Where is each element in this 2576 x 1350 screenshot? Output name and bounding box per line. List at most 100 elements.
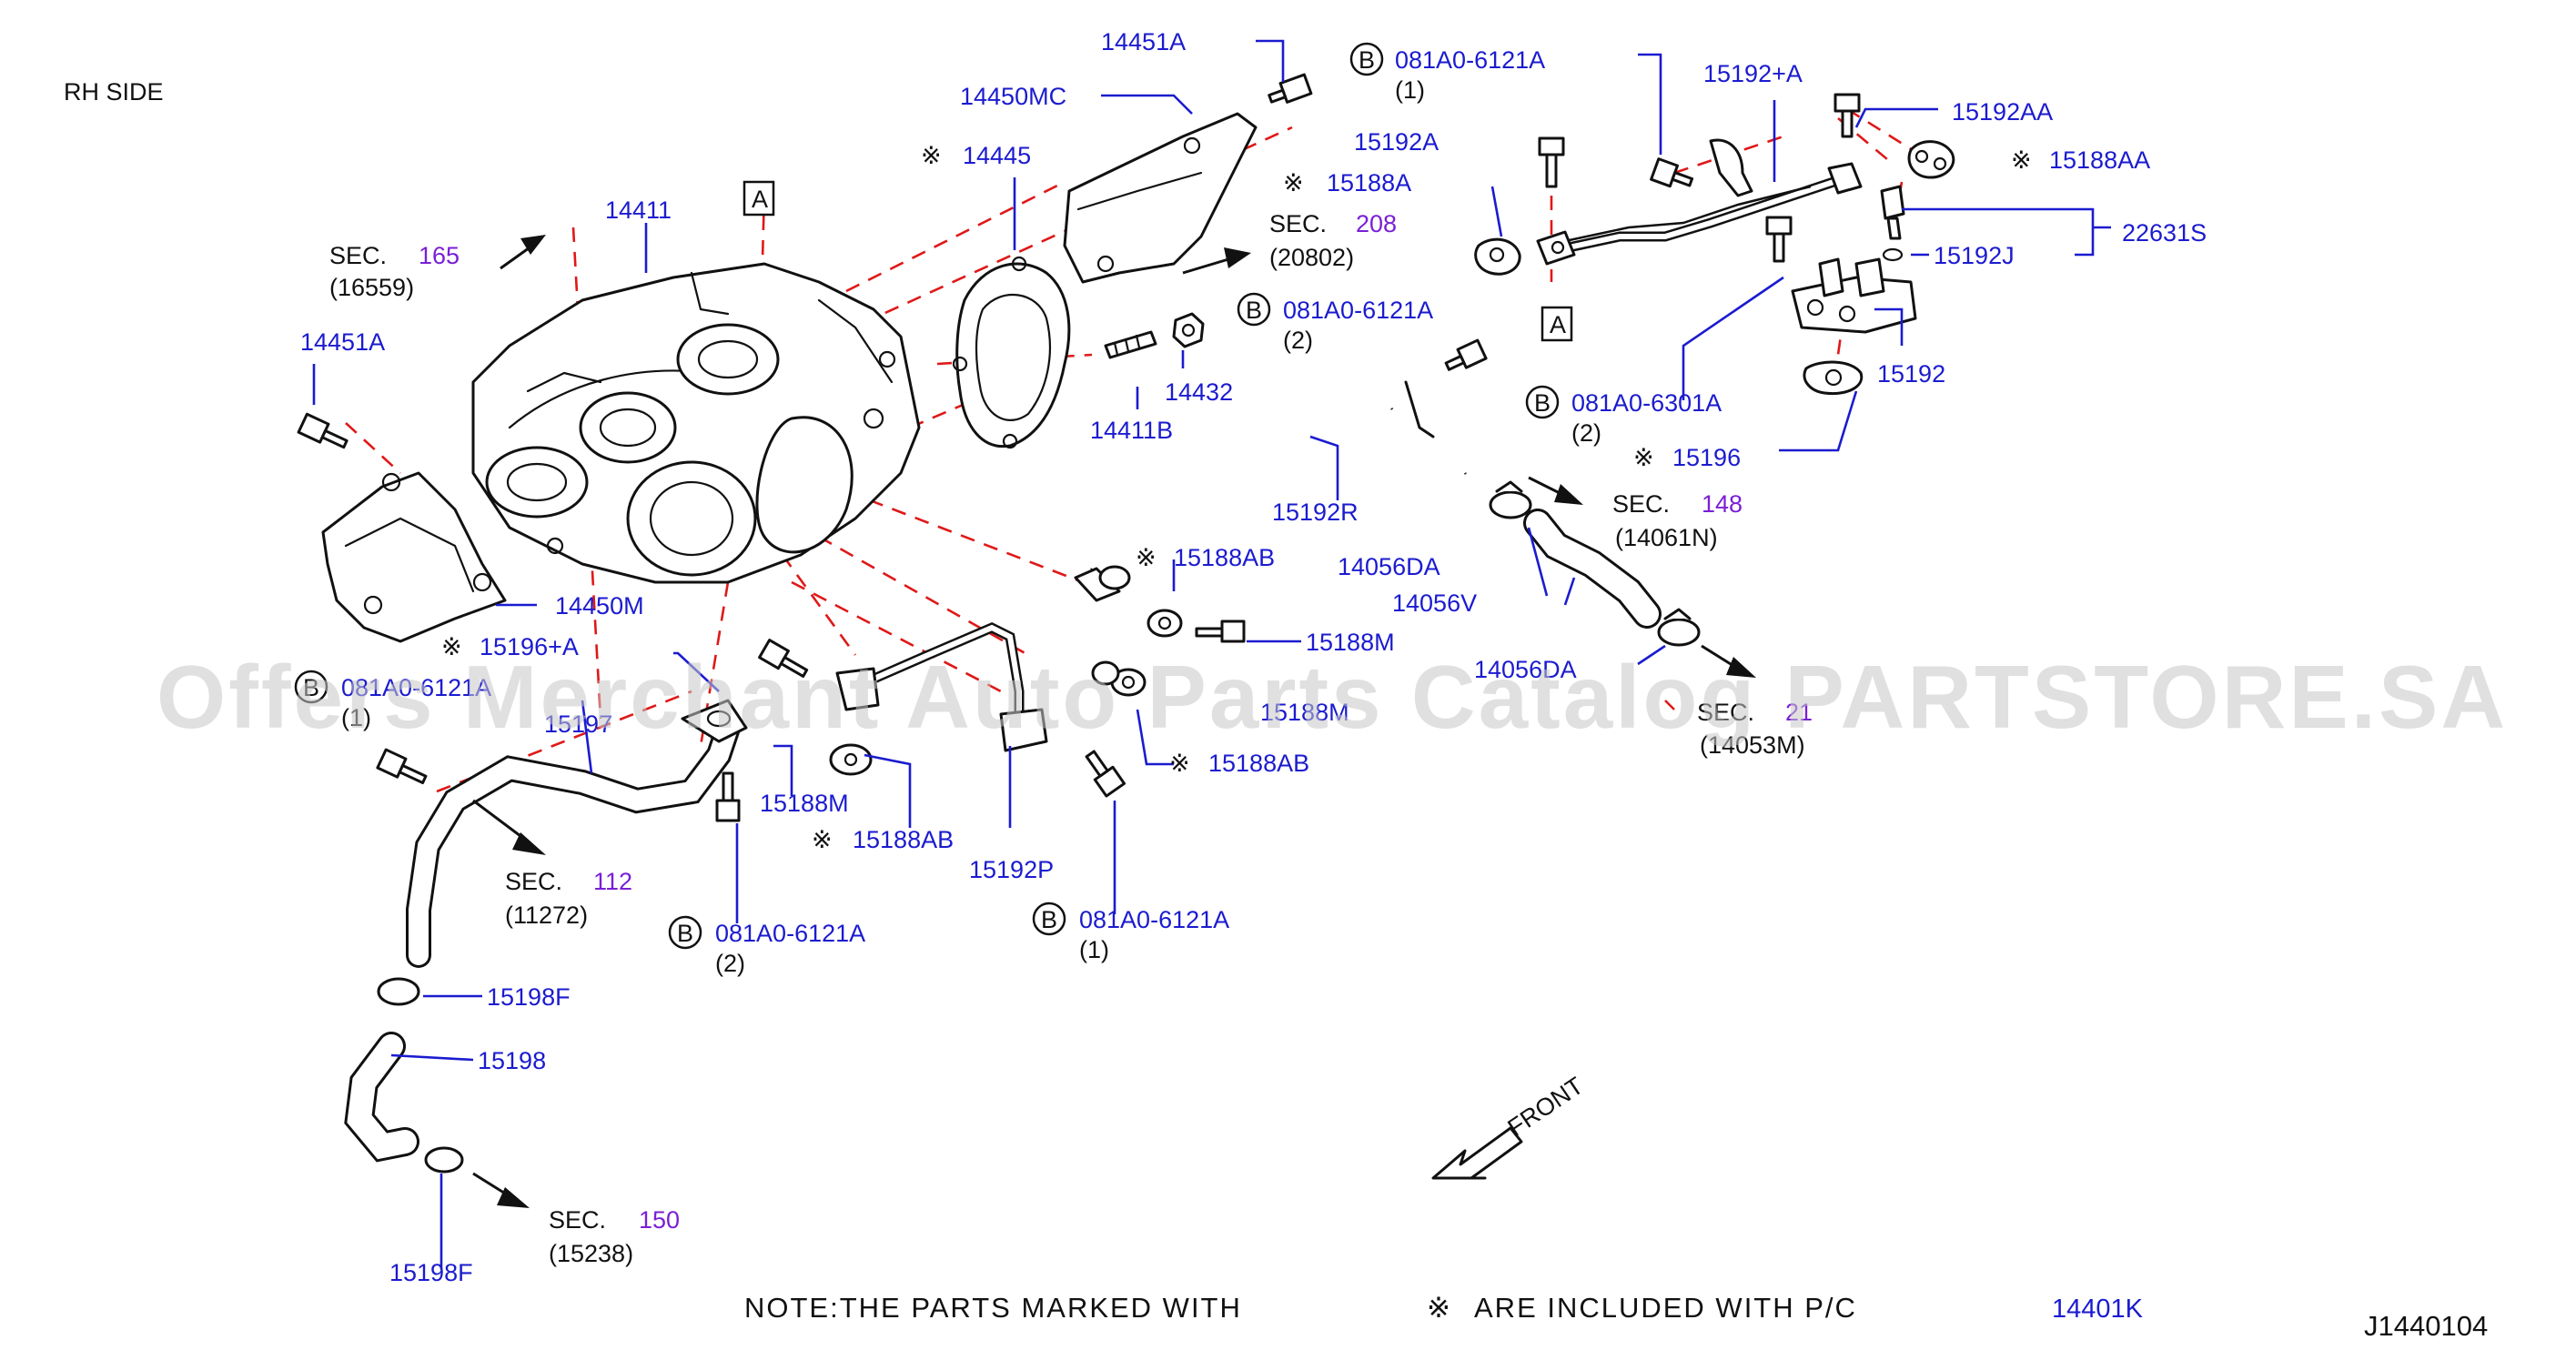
gasket-14445 xyxy=(952,256,1071,449)
svg-text:(14053M): (14053M) xyxy=(1700,731,1805,759)
svg-text:081A0-6121A: 081A0-6121A xyxy=(341,674,491,701)
diagram-id: J1440104 xyxy=(2364,1310,2488,1342)
washer-15188aa xyxy=(1907,140,1955,179)
bolt-1360 xyxy=(1195,620,1246,643)
svg-text:(11272): (11272) xyxy=(505,902,588,929)
bolt-left xyxy=(297,412,349,449)
part-14056v: 14056V xyxy=(1392,589,1477,617)
svg-text:(2): (2) xyxy=(1571,419,1601,447)
svg-text:208: 208 xyxy=(1356,210,1397,237)
pipe-15192a xyxy=(1536,138,1863,266)
svg-text:21: 21 xyxy=(1785,699,1813,726)
part-15192r: 15192R xyxy=(1272,499,1359,526)
pipe-15192r xyxy=(1074,380,1468,602)
part-15197: 15197 xyxy=(544,710,612,738)
part-15188m-mid: 15188M xyxy=(1306,629,1395,656)
svg-text:(2): (2) xyxy=(1283,327,1313,354)
svg-text:081A0-6301A: 081A0-6301A xyxy=(1571,389,1722,417)
part-15192p: 15192P xyxy=(969,856,1054,883)
section-112: SEC. 112 (11272) xyxy=(505,868,632,929)
hose-15198 xyxy=(344,1032,419,1163)
svg-text:165: 165 xyxy=(419,242,460,269)
gasket-15196 xyxy=(1803,360,1864,396)
bolt-430 xyxy=(376,748,428,785)
kome-15196: ※ xyxy=(1633,444,1654,471)
sensor-22631s xyxy=(1880,185,1905,262)
bracket-15192 xyxy=(1791,257,1917,334)
part-15192plusa: 15192+A xyxy=(1703,60,1803,87)
hose-14056v xyxy=(1523,509,1662,629)
part-15188ab-mid: 15188AB xyxy=(1174,544,1275,571)
part-14451a-left: 14451A xyxy=(300,328,385,356)
watermark-text: Offers Merchant Auto Parts Catalog PARTS… xyxy=(157,647,2508,747)
part-14411b: 14411B xyxy=(1090,417,1173,444)
svg-text:081A0-6121A: 081A0-6121A xyxy=(1395,46,1545,74)
front-label: FRONT xyxy=(1503,1072,1589,1142)
svg-text:B: B xyxy=(1534,389,1551,417)
svg-text:B: B xyxy=(677,920,693,947)
leader-lines xyxy=(312,39,2111,1269)
bolt-callout-6: B 081A0-6121A (1) xyxy=(294,670,491,731)
side-label: RH SIDE xyxy=(64,78,164,106)
svg-text:(14061N): (14061N) xyxy=(1615,524,1718,551)
section-208: SEC. 208 (20802) xyxy=(1269,210,1397,271)
stud-14411b xyxy=(1104,330,1157,359)
bolt-callout-3: B 081A0-6301A (2) xyxy=(1525,385,1722,447)
bolt-805 xyxy=(715,771,741,822)
svg-text:ARE INCLUDED WITH P/C: ARE INCLUDED WITH P/C xyxy=(1474,1292,1857,1324)
kome-15188a: ※ xyxy=(1283,169,1304,196)
washers-15188ab xyxy=(829,565,1183,776)
nut-14432 xyxy=(1172,312,1205,348)
svg-text:SEC.: SEC. xyxy=(1697,699,1754,726)
svg-text:14401K: 14401K xyxy=(2052,1295,2144,1324)
part-15188a: 15188A xyxy=(1327,169,1411,196)
part-14432: 14432 xyxy=(1165,378,1233,406)
washer-15188a xyxy=(1474,237,1521,276)
kome-15188ab-mid: ※ xyxy=(1136,544,1157,571)
bolt-1210 xyxy=(1085,750,1126,798)
heat-shield-14450m xyxy=(321,471,507,643)
clamp-15198f xyxy=(377,977,464,1174)
svg-text:B: B xyxy=(1041,906,1057,933)
svg-text:A: A xyxy=(752,186,768,213)
svg-text:112: 112 xyxy=(593,868,632,895)
part-14450m: 14450M xyxy=(555,592,644,620)
bolt-callout-2: B 081A0-6121A (2) xyxy=(1237,292,1433,354)
part-15188m-obscured: 15188M xyxy=(1260,699,1349,726)
svg-text:SEC.: SEC. xyxy=(329,242,387,269)
svg-text:150: 150 xyxy=(639,1206,680,1234)
part-14451a-top: 14451A xyxy=(1101,28,1186,55)
bolt-2030 xyxy=(1834,93,1861,138)
part-15196: 15196 xyxy=(1672,444,1741,471)
svg-text:B: B xyxy=(1246,297,1262,324)
turbocharger-14411 xyxy=(471,262,921,584)
bolt-850 xyxy=(758,639,809,678)
svg-text:(16559): (16559) xyxy=(329,274,414,301)
bolt-callout-4: B 081A0-6121A (2) xyxy=(668,915,865,977)
svg-text:※: ※ xyxy=(1427,1292,1452,1324)
svg-text:B: B xyxy=(1359,46,1375,74)
footnote: NOTE:THE PARTS MARKED WITH ※ ARE INCLUDE… xyxy=(744,1292,2144,1324)
svg-text:081A0-6121A: 081A0-6121A xyxy=(1079,906,1229,933)
front-arrow: FRONT xyxy=(1431,1072,1589,1180)
svg-text:(15238): (15238) xyxy=(549,1240,633,1267)
svg-text:(20802): (20802) xyxy=(1269,244,1354,271)
svg-text:(1): (1) xyxy=(1395,76,1425,104)
ref-marker-a-top: A xyxy=(742,180,775,217)
bolt-1950 xyxy=(1765,216,1793,263)
kome-15196a: ※ xyxy=(441,633,462,660)
svg-text:(1): (1) xyxy=(1079,936,1109,963)
part-14056da-top: 14056DA xyxy=(1338,553,1440,580)
hose-15197 xyxy=(406,699,748,968)
svg-text:(2): (2) xyxy=(715,950,745,977)
bolt-callout-5: B 081A0-6121A (1) xyxy=(1032,902,1229,963)
section-21: SEC. 21 (14053M) xyxy=(1697,699,1813,759)
svg-text:148: 148 xyxy=(1702,490,1743,518)
part-15192j: 15192J xyxy=(1934,242,2015,269)
part-15192aa: 15192AA xyxy=(1952,98,2053,126)
ref-marker-a-right: A xyxy=(1541,306,1573,342)
svg-text:081A0-6121A: 081A0-6121A xyxy=(1283,297,1433,324)
part-14411: 14411 xyxy=(605,196,672,224)
part-15188m-left: 15188M xyxy=(760,790,849,817)
